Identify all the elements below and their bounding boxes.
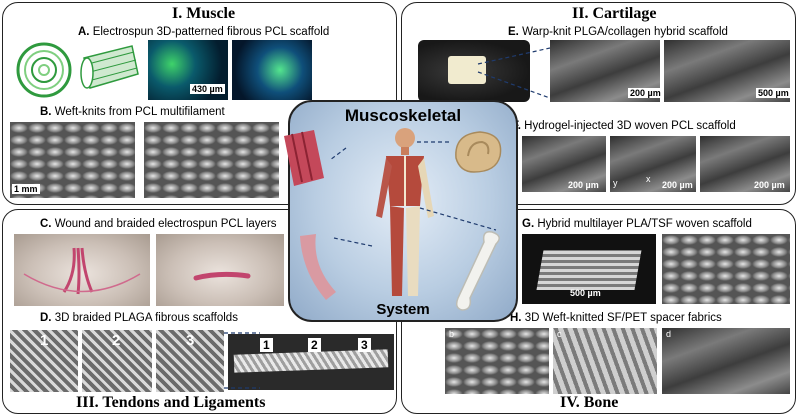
ear-cartilage-illustration — [455, 131, 502, 173]
braided-sem-1 — [10, 330, 78, 392]
muscle-illustration — [284, 130, 324, 186]
scale-bar-g: 500 µm — [570, 288, 601, 298]
wound-pcl-photo-2 — [156, 234, 284, 306]
strip-label-3: 3 — [358, 338, 371, 352]
center-title-top: Muscoskeletal — [344, 106, 462, 125]
h-label-d: d — [666, 329, 672, 339]
woven-pcl-sem-1 — [522, 136, 606, 192]
weft-knit-sem-2 — [144, 122, 279, 198]
spacer-fabric-sem-c — [553, 328, 657, 394]
braided-sem-3 — [156, 330, 224, 392]
strip-label-1: 1 — [260, 338, 273, 352]
section-title-muscle: I. Muscle — [172, 5, 236, 22]
warp-knit-scaffold-photo — [418, 40, 530, 102]
braided-layer-drawing-2 — [193, 271, 251, 281]
woven-pcl-sem-3 — [700, 136, 790, 192]
scaffold-sample — [448, 56, 486, 84]
braid-label-2: 2 — [112, 332, 121, 349]
axis-label-x: x — [646, 174, 651, 184]
section-title-bone: IV. Bone — [560, 394, 619, 411]
scale-bar-a: 430 µm — [190, 84, 225, 94]
caption-e: E. Warp-knit PLGA/collagen hybrid scaffo… — [508, 26, 728, 38]
h-label-b: b — [449, 329, 455, 339]
strip-label-2: 2 — [308, 338, 321, 352]
section-title-cartilage: II. Cartilage — [572, 5, 657, 22]
multilayer-woven-sem-2 — [662, 234, 790, 304]
section-title-tendons: III. Tendons and Ligaments — [76, 394, 266, 411]
tendon-illustration — [300, 234, 336, 300]
scale-bar-e2: 500 µm — [756, 88, 791, 98]
h-label-c: c — [557, 329, 562, 339]
scale-bar-b: 1 mm — [12, 184, 40, 194]
scale-bar-f1: 200 µm — [568, 180, 599, 190]
multilayer-woven-sem-1 — [522, 234, 656, 304]
wound-pcl-photo-1 — [14, 234, 150, 306]
scale-bar-f2: 200 µm — [662, 180, 693, 190]
braided-sem-2 — [82, 330, 152, 392]
spacer-fabric-sem-d — [662, 328, 790, 394]
scale-bar-e1: 200 µm — [628, 88, 663, 98]
braid-label-1: 1 — [40, 332, 49, 349]
caption-h: H. 3D Weft-knitted SF/PET spacer fabrics — [510, 312, 722, 324]
center-title-bottom: System — [376, 301, 430, 318]
caption-d: D. 3D braided PLAGA fibrous scaffolds — [40, 312, 238, 324]
braided-layer-drawing-1 — [23, 247, 141, 295]
caption-b: B. Weft-knits from PCL multifilament — [40, 106, 225, 118]
axis-label-y: y — [613, 178, 618, 188]
weft-knit-sem-1 — [10, 122, 135, 198]
woven-pcl-sem-2 — [610, 136, 696, 192]
scale-bar-f3: 200 µm — [754, 180, 785, 190]
spiral-scaffold-illustration — [16, 42, 139, 98]
caption-a: A. Electrospun 3D-patterned fibrous PCL … — [78, 26, 330, 38]
caption-c: C. Wound and braided electrospun PCL lay… — [40, 218, 277, 230]
spacer-fabric-sem-b — [445, 328, 549, 394]
human-body-illustration — [376, 128, 434, 296]
caption-g: G. Hybrid multilayer PLA/TSF woven scaff… — [522, 218, 752, 230]
bone-illustration — [455, 230, 500, 311]
fluorescence-image-2 — [232, 40, 312, 100]
braid-label-3: 3 — [186, 332, 195, 349]
